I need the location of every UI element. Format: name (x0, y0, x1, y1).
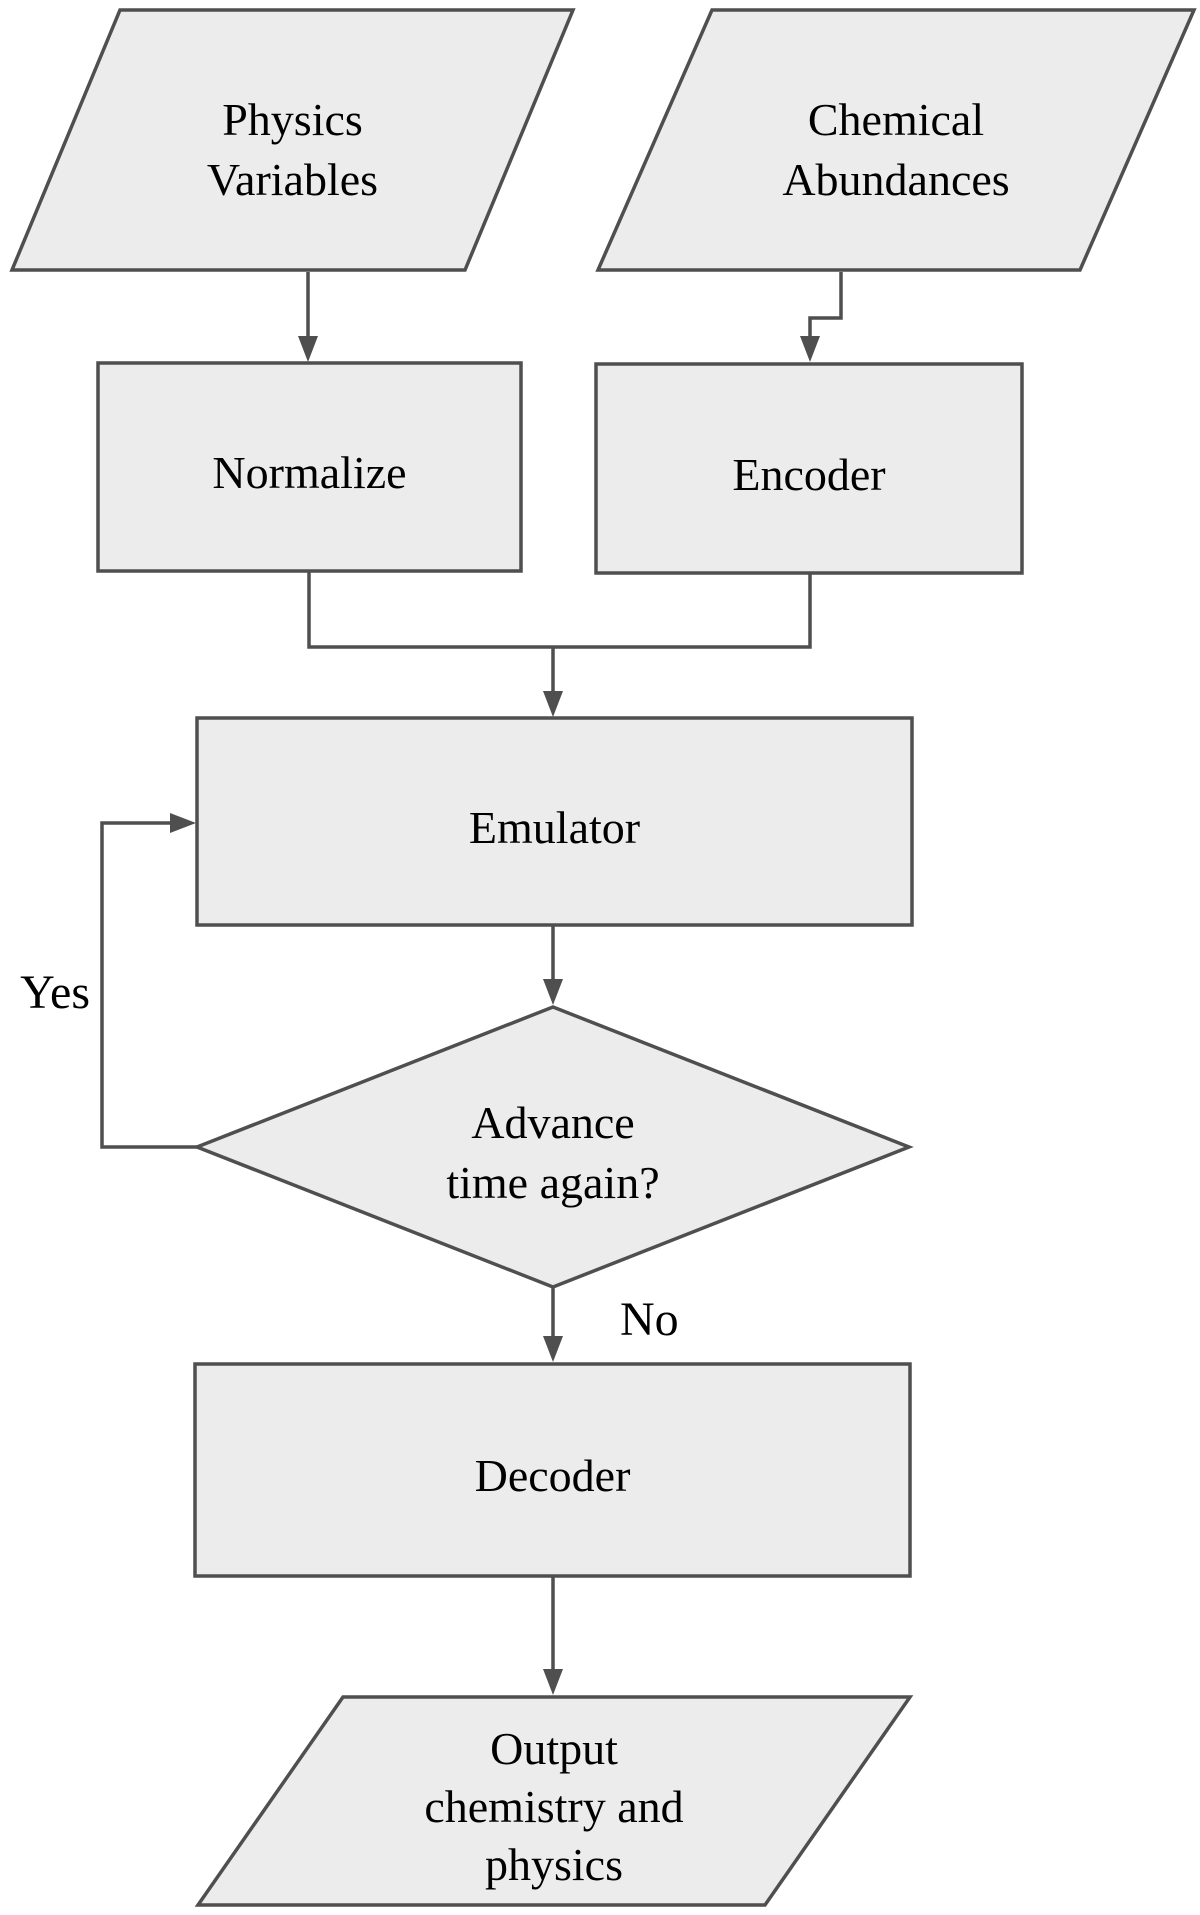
arrow-no-to-decoder (543, 1288, 563, 1362)
arrow-yes-loop-to-emulator (100, 813, 197, 1149)
normalize-box (96, 361, 523, 573)
decision-diamond (192, 1005, 914, 1289)
emulator-box (195, 716, 914, 927)
arrow-physics-to-normalize (298, 272, 318, 362)
output-shape (194, 1695, 914, 1907)
encoder-box (594, 362, 1024, 575)
decoder-box (193, 1362, 912, 1578)
arrow-chemical-to-encoder (800, 272, 843, 362)
physics-variables-shape (9, 8, 576, 272)
arrow-emulator-to-decision (543, 926, 563, 1005)
arrow-decoder-to-output (543, 1577, 563, 1695)
chemical-abundances-shape (595, 8, 1197, 272)
arrow-merge-to-emulator (307, 572, 812, 717)
